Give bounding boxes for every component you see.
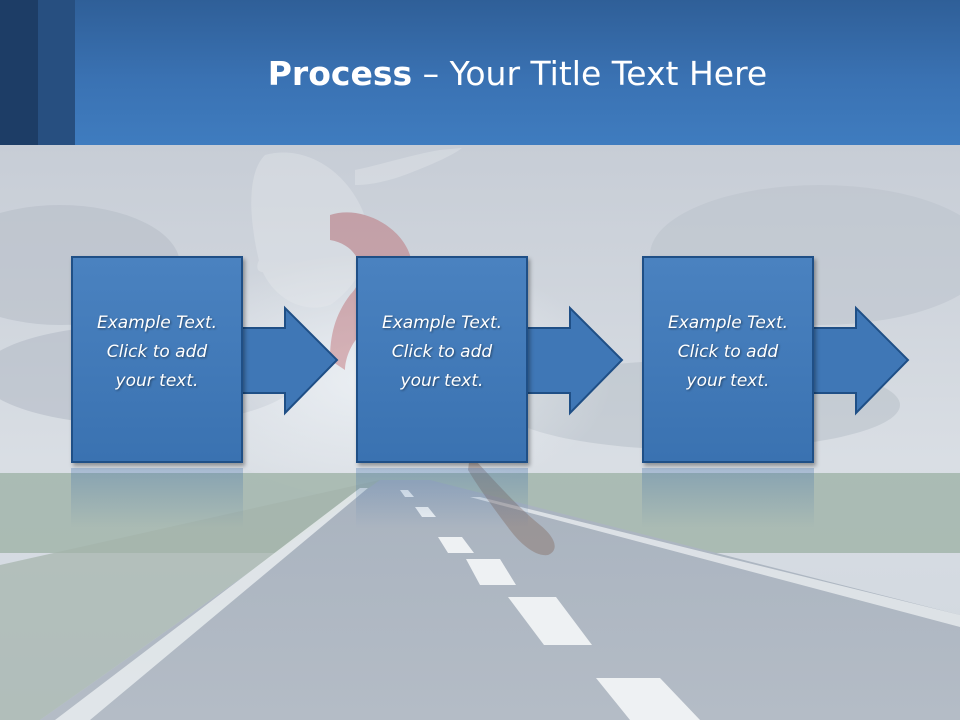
- title-bold: Process: [267, 54, 413, 93]
- title-bar: Process – Your Title Text Here: [0, 0, 960, 145]
- title-rest: – Your Title Text Here: [412, 54, 768, 93]
- step-text[interactable]: Example Text. Click to add your text.: [96, 313, 218, 391]
- header-accent-stripe: [0, 0, 38, 145]
- step-box[interactable]: Example Text. Click to add your text.: [71, 256, 243, 463]
- step-text[interactable]: Example Text. Click to add your text.: [381, 313, 503, 391]
- step-box[interactable]: Example Text. Click to add your text.: [356, 256, 528, 463]
- slide-title: Process – Your Title Text Here: [75, 52, 960, 96]
- step-reflection: [356, 468, 528, 528]
- process-step-2: Example Text. Click to add your text.: [356, 256, 624, 466]
- step-box[interactable]: Example Text. Click to add your text.: [642, 256, 814, 463]
- step-text[interactable]: Example Text. Click to add your text.: [667, 313, 789, 391]
- process-step-3: Example Text. Click to add your text.: [642, 256, 910, 466]
- right-arrow-icon: [525, 305, 624, 416]
- process-step-1: Example Text. Click to add your text.: [71, 256, 339, 466]
- step-reflection: [71, 468, 243, 528]
- header-accent-stripe: [38, 0, 75, 145]
- right-arrow-icon: [240, 305, 339, 416]
- right-arrow-icon: [811, 305, 910, 416]
- step-reflection: [642, 468, 814, 528]
